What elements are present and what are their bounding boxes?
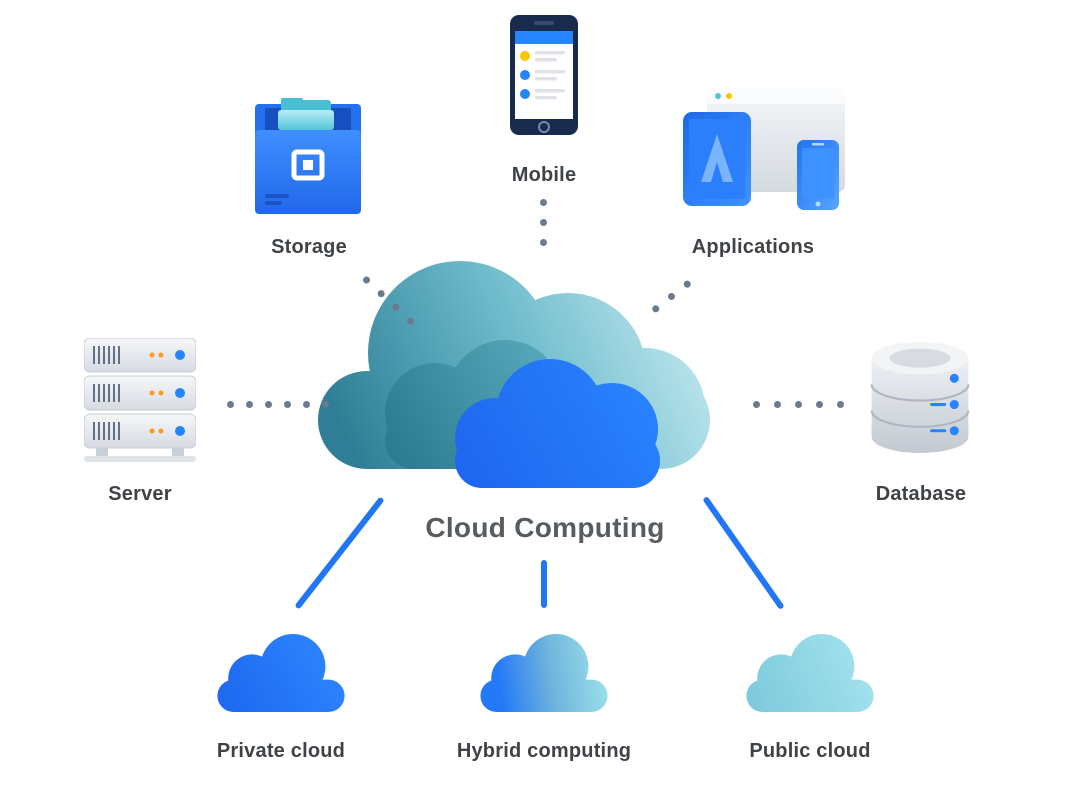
connector-database-cloud bbox=[753, 401, 844, 408]
connector-dot bbox=[227, 401, 234, 408]
hybrid-computing-icon bbox=[478, 628, 610, 712]
applications-label: Applications bbox=[691, 236, 815, 258]
connector-dot bbox=[774, 401, 781, 408]
database-label: Database bbox=[875, 483, 967, 505]
storage-label: Storage bbox=[271, 236, 347, 258]
applications-icon bbox=[683, 88, 845, 210]
database-icon bbox=[869, 340, 971, 455]
connector-dot bbox=[540, 199, 547, 206]
connector-cloud-private bbox=[294, 496, 385, 610]
connector-dot bbox=[322, 401, 329, 408]
private-cloud-icon bbox=[215, 628, 347, 712]
connector-dot bbox=[816, 401, 823, 408]
connector-dot bbox=[753, 401, 760, 408]
diagram-title: Cloud Computing bbox=[425, 512, 665, 543]
private-cloud-label: Private cloud bbox=[216, 740, 346, 762]
cloud-computing-icon bbox=[300, 253, 730, 493]
mobile-icon bbox=[510, 15, 578, 135]
connector-dot bbox=[540, 239, 547, 246]
hybrid-computing-label: Hybrid computing bbox=[456, 740, 632, 762]
connector-cloud-public bbox=[702, 495, 785, 611]
storage-icon bbox=[255, 96, 361, 214]
connector-dot bbox=[540, 219, 547, 226]
server-label: Server bbox=[108, 483, 172, 505]
public-cloud-icon bbox=[744, 628, 876, 712]
connector-dot bbox=[265, 401, 272, 408]
connector-mobile-cloud bbox=[540, 199, 547, 246]
connector-dot bbox=[246, 401, 253, 408]
connector-cloud-hybrid bbox=[541, 560, 547, 608]
public-cloud-label: Public cloud bbox=[749, 740, 871, 762]
connector-dot bbox=[795, 401, 802, 408]
connector-dot bbox=[284, 401, 291, 408]
server-icon bbox=[84, 338, 196, 462]
front-blue-cloud-shape bbox=[455, 359, 660, 488]
connector-dot bbox=[837, 401, 844, 408]
mobile-label: Mobile bbox=[511, 164, 577, 186]
connector-server-cloud bbox=[227, 401, 329, 408]
connector-dot bbox=[303, 401, 310, 408]
